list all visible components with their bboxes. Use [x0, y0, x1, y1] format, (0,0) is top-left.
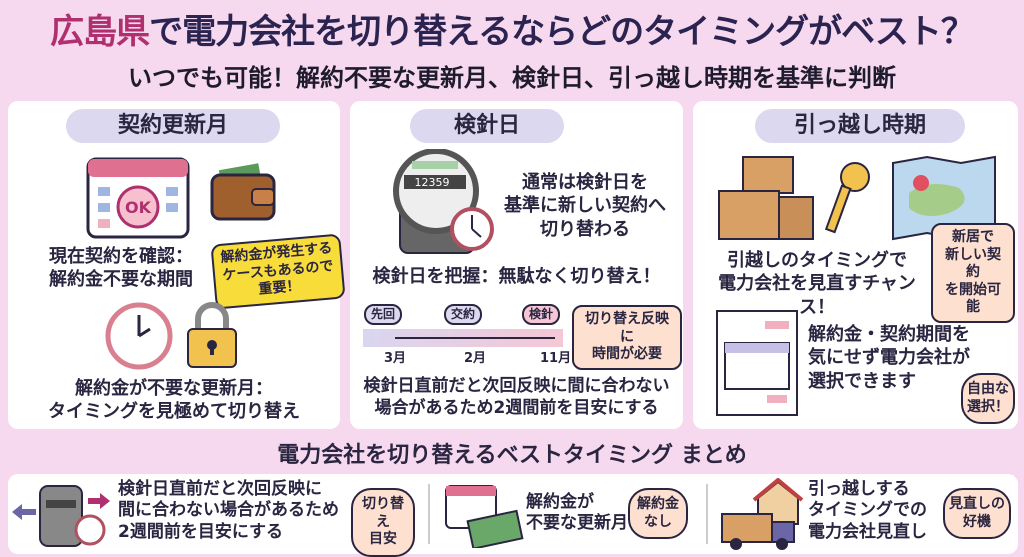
contract-document-icon — [716, 310, 798, 416]
timeline-label: 検針 — [522, 304, 561, 325]
free-choice-bubble: 自由な 選択！ — [961, 373, 1015, 424]
card-text: 引越しのタイミングで 電力会社を見直すチャンス！ — [718, 250, 916, 318]
map-icon — [892, 155, 996, 241]
calendar-badge: OK — [125, 198, 152, 217]
card-heading: 検針日 — [410, 109, 564, 143]
divider — [706, 484, 708, 544]
calendar-icon: OK — [86, 157, 190, 239]
card-text: 検針日を把握：無駄なく切り替え！ — [372, 266, 661, 287]
card-moving-period: 引っ越し時期 新居で 新しい契約 を開始可能 引越しのタイミングで 電力会社を見… — [693, 101, 1018, 429]
card-meter-reading-day: 検針日 12359 通常は検針日を 基準に新しい契約へ 切り替わる 検針日を把握… — [350, 101, 683, 429]
timeline-line — [395, 337, 555, 339]
meter-switch-icon — [12, 485, 110, 547]
key-icon — [825, 162, 870, 234]
summary-bubble: 解約金 なし — [628, 488, 688, 539]
summary-title: 電力会社を切り替えるベストタイミング まとめ — [277, 443, 747, 468]
time-needed-tag: 切り替え反映に 時間が必要 — [572, 305, 682, 370]
summary-bubble: 切り替え 目安 — [351, 488, 415, 557]
divider — [428, 484, 430, 544]
new-contract-tag: 新居で 新しい契約 を開始可能 — [931, 223, 1015, 323]
timeline-month: 2月 — [464, 351, 487, 366]
card-heading: 契約更新月 — [66, 109, 280, 143]
title-highlight: 広島県 — [50, 12, 150, 52]
subtitle: いつでも可能！解約不要な更新月、検針日、引っ越し時期を基準に判断 — [128, 64, 896, 92]
meter-reading: 12359 — [415, 176, 450, 189]
summary-text: 解約金が 不要な更新月 — [526, 492, 628, 534]
lock-icon — [187, 302, 237, 368]
card-text: 解約金が不要な更新月： タイミングを見極めて切り替え — [48, 378, 300, 423]
card-text: 検針日直前だと次回反映に間に合わない 場合があるため2週間前を目安にする — [363, 376, 670, 419]
wallet-icon — [210, 163, 276, 221]
boxes-icon — [718, 156, 814, 240]
timeline-month: 3月 — [384, 351, 407, 366]
warning-tag: 解約金が発生する ケースもあるので 重要！ — [210, 233, 346, 310]
summary-bar: 検針日直前だと次回反映に 間に合わない場合があるため 2週間前を目安にする 切り… — [8, 474, 1018, 557]
moving-truck-house-icon — [721, 478, 804, 550]
card-text: 解約金・契約期間を 気にせず電力会社が 選択できます — [808, 324, 970, 392]
electric-meter-icon: 12359 — [393, 149, 494, 254]
timeline-month: 11月 — [540, 351, 572, 366]
page-title: 広島県で電力会社を切り替えるならどのタイミングがベスト？ — [0, 4, 1024, 53]
summary-bubble: 見直しの 好機 — [943, 488, 1011, 539]
card-heading: 引っ越し時期 — [755, 109, 965, 143]
calendar-money-icon — [445, 485, 524, 548]
summary-text: 検針日直前だと次回反映に 間に合わない場合があるため 2週間前を目安にする — [118, 479, 339, 542]
card-text: 通常は検針日を 基準に新しい契約へ 切り替わる — [504, 172, 666, 240]
timeline-label: 先回 — [364, 304, 403, 325]
summary-text: 引っ越しする タイミングでの 電力会社見直し — [808, 479, 927, 542]
timeline-label: 交約 — [444, 304, 483, 325]
card-text: 現在契約を確認： 解約金不要な期間 — [49, 246, 193, 291]
timeline: 先回 交約 検針 3月 2月 11月 — [364, 301, 684, 366]
card-renewal-month: 契約更新月 OK 現在契約を確認： 解約金不要な期間 解約金が発生する ケースも… — [8, 101, 346, 429]
title-rest: で電力会社を切り替えるならどのタイミングがベスト？ — [149, 12, 975, 52]
clock-icon — [105, 302, 173, 370]
